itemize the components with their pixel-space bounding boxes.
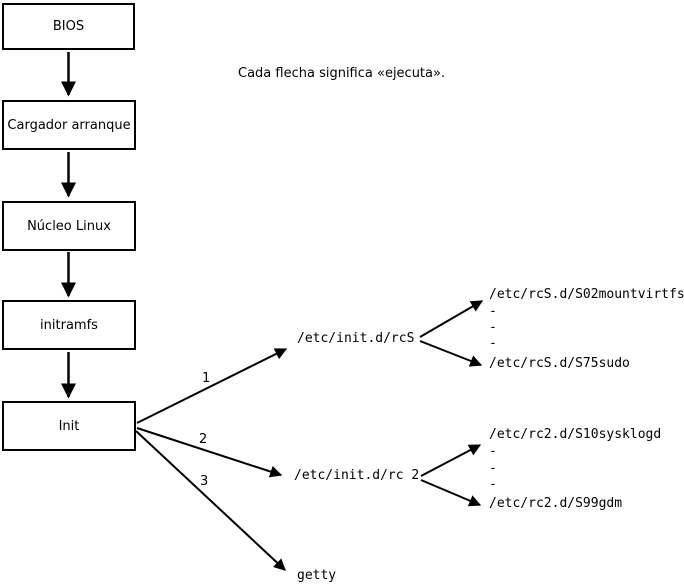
- box-bios-label: BIOS: [52, 19, 85, 34]
- arrow-init-to-getty: [135, 430, 286, 571]
- arrow-rcs-to-first-script: [419, 300, 484, 338]
- box-bios: BIOS: [2, 3, 135, 50]
- box-boot-loader: Cargador arranque: [2, 100, 136, 150]
- arrow-number-2: 2: [199, 432, 208, 447]
- arrow-number-1: 1: [202, 371, 211, 386]
- rc2-ellipsis-dash: -: [489, 444, 497, 459]
- rcs-ellipsis-dash: -: [489, 336, 497, 351]
- box-init: Init: [2, 401, 136, 451]
- arrow-init-to-rcs: [136, 348, 288, 424]
- rcs-first-script: /etc/rcS.d/S02mountvirtfs: [489, 287, 684, 302]
- box-initramfs: initramfs: [2, 300, 136, 350]
- rc2-ellipsis-dash: -: [489, 461, 497, 476]
- box-linux-kernel: Núcleo Linux: [2, 201, 136, 251]
- arrow-rc2-to-first-script: [420, 444, 482, 477]
- rcs-ellipsis-dash: -: [489, 304, 497, 319]
- box-linux-kernel-label: Núcleo Linux: [27, 218, 111, 234]
- box-boot-loader-label: Cargador arranque: [7, 117, 131, 133]
- target-rc2-script: /etc/init.d/rc 2: [294, 468, 420, 483]
- arrow-rc2-to-last-script: [420, 479, 482, 507]
- rc2-last-script: /etc/rc2.d/S99gdm: [489, 496, 623, 511]
- arrow-number-3: 3: [200, 474, 209, 489]
- target-rcs-script: /etc/init.d/rcS: [297, 331, 415, 346]
- legend-note: Cada flecha significa «ejecuta».: [238, 66, 446, 81]
- rc2-ellipsis-dash: -: [489, 477, 497, 492]
- box-initramfs-label: initramfs: [40, 317, 98, 333]
- arrow-rcs-to-last-script: [419, 340, 483, 367]
- target-getty: getty: [297, 568, 337, 583]
- rcs-ellipsis-dash: -: [489, 320, 497, 335]
- rc2-first-script: /etc/rc2.d/S10sysklogd: [489, 427, 662, 442]
- arrow-init-to-rc2: [136, 427, 283, 478]
- rcs-last-script: /etc/rcS.d/S75sudo: [489, 356, 630, 371]
- box-init-label: Init: [58, 418, 80, 434]
